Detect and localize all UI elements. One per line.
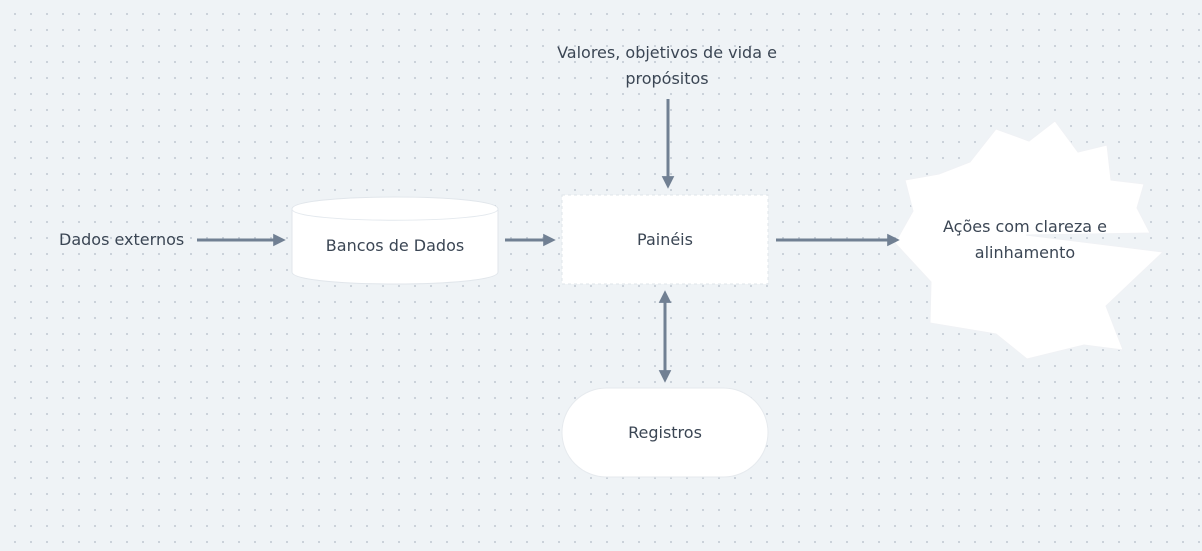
panels-node[interactable] bbox=[561, 194, 769, 285]
databases-node[interactable] bbox=[291, 196, 499, 285]
records-node[interactable] bbox=[561, 387, 769, 478]
actions-starburst-node[interactable] bbox=[894, 120, 1165, 360]
actions-label: Ações com clareza e alinhamento bbox=[942, 217, 1108, 262]
external-data-label: Dados externos bbox=[59, 230, 185, 249]
records-label: Registros bbox=[628, 423, 702, 442]
databases-cylinder-top-rim bbox=[291, 208, 499, 221]
databases-label: Bancos de Dados bbox=[325, 236, 465, 255]
values-label: Valores, objetivos de vida e propósitos bbox=[557, 43, 777, 88]
panels-label: Painéis bbox=[637, 230, 693, 249]
